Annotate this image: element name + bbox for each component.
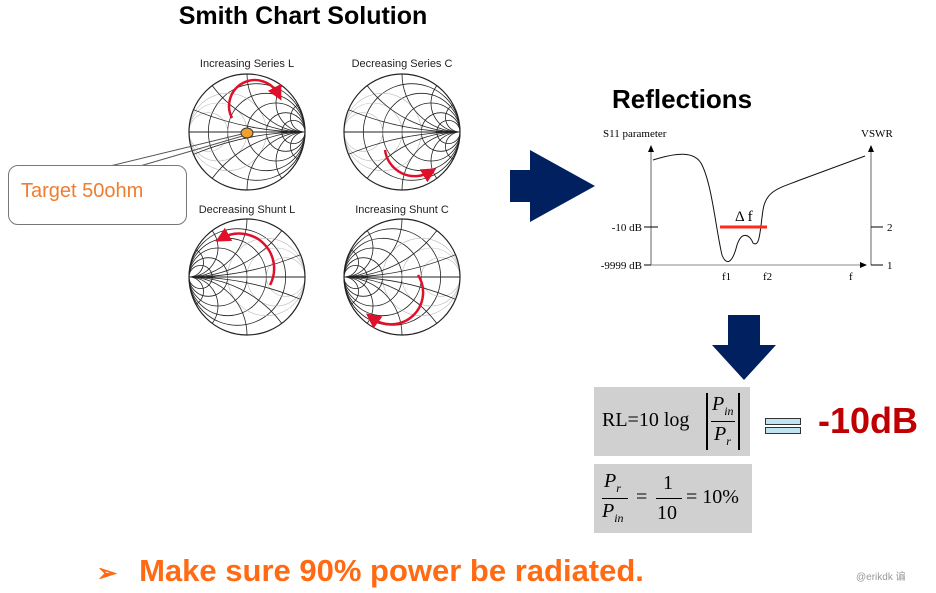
left-axis-label: S11 parameter (603, 128, 667, 140)
smith-chart-shunt-l (188, 218, 306, 336)
in-sub: in (724, 404, 734, 418)
right-axis-label: VSWR (861, 128, 893, 140)
tick-f1: f1 (722, 271, 731, 283)
slide-title: Smith Chart Solution (178, 2, 428, 30)
target-callout: Target 50ohm (8, 165, 187, 225)
smith-chart-series-c (343, 73, 461, 191)
reflections-title: Reflections (612, 84, 753, 114)
down-arrow-icon (712, 315, 776, 380)
ratio-formula: Pr Pin = 1 10 = 10% (594, 464, 752, 533)
smith-label-series-l: Increasing Series L (199, 58, 295, 70)
equals-icon (765, 418, 801, 425)
conclusion-text: Make sure 90% power be radiated. (139, 553, 644, 588)
result-value: -10dB (818, 400, 919, 441)
tick-vswr-1: 1 (887, 260, 893, 272)
tick-f: f (849, 271, 853, 283)
bullet-icon: ➢ (97, 560, 118, 587)
ratio-eq: = (636, 486, 648, 508)
smith-label-series-c: Decreasing Series C (351, 58, 453, 70)
s11-curve (652, 153, 866, 262)
rl-lhs: RL=10 log (602, 409, 690, 431)
smith-label-shunt-c: Increasing Shunt C (355, 204, 449, 216)
smith-label-shunt-l: Decreasing Shunt L (198, 204, 296, 216)
tick-vswr-2: 2 (887, 222, 893, 234)
tick-minus10db: -10 dB (612, 222, 642, 234)
smith-chart-shunt-c (343, 218, 461, 336)
ratio-p-r: P (604, 470, 617, 492)
equals-icon-lower (765, 427, 801, 434)
delta-f-label: Δ f (735, 209, 753, 225)
target-point (240, 127, 254, 139)
ratio-p-in: P (602, 500, 615, 522)
watermark: @erikdk 谝 (856, 572, 906, 583)
tick-f2: f2 (763, 271, 772, 283)
conclusion: ➢ Make sure 90% power be radiated. (97, 553, 644, 589)
ratio-one: 1 (663, 472, 673, 494)
ratio-r-sub: r (616, 481, 621, 495)
tick-minus9999db: -9999 dB (601, 260, 642, 272)
ratio-in-sub: in (614, 511, 624, 525)
callout-text: Target 50ohm (21, 180, 144, 202)
right-arrow-icon (510, 150, 595, 222)
p-in: P (712, 393, 725, 415)
ratio-percent: = 10% (686, 486, 739, 508)
p-r: P (714, 423, 727, 445)
rl-formula: RL=10 log Pin Pr (594, 387, 750, 456)
ratio-ten: 10 (657, 502, 677, 524)
r-sub: r (726, 434, 731, 448)
s11-graph: S11 parameter VSWR -10 dB -9999 dB 2 1 f… (601, 128, 894, 283)
